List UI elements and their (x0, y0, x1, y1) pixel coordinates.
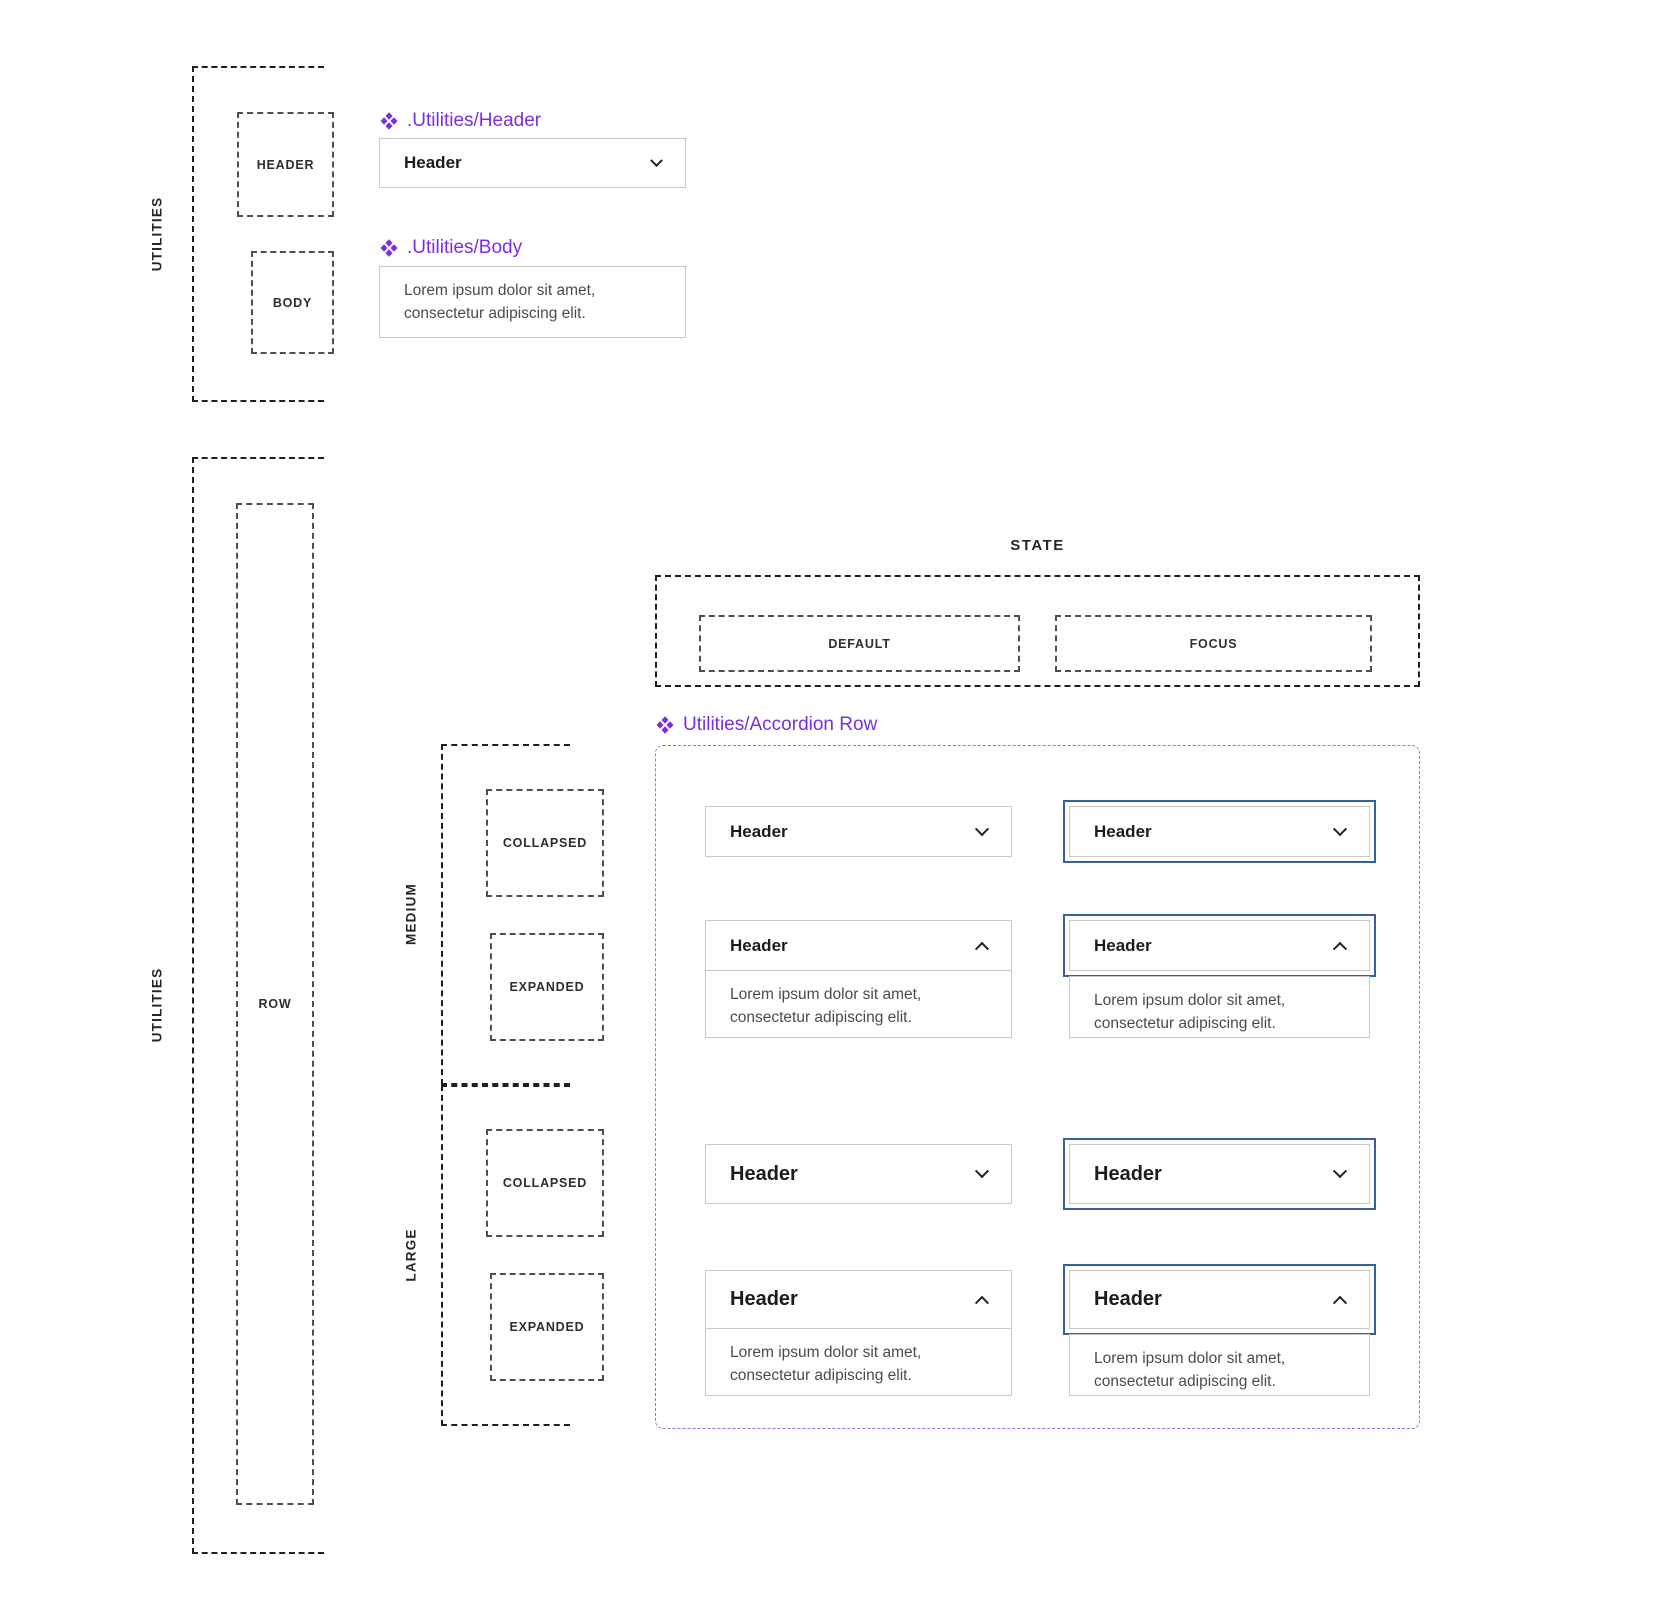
body-slot-label: BODY (272, 295, 313, 310)
accordion-large-collapsed-default[interactable]: Header (705, 1144, 1012, 1204)
header-slot-box: HEADER (237, 112, 334, 217)
chevron-up-icon (974, 1295, 990, 1310)
chevron-down-icon (1332, 821, 1348, 836)
chevron-up-icon (1332, 1295, 1348, 1310)
accordion-row-component-label: Utilities/Accordion Row (655, 714, 877, 736)
component-name: .Utilities/Body (407, 237, 523, 258)
utilities-body-component-label: .Utilities/Body (379, 237, 522, 259)
chevron-down-icon (974, 1164, 990, 1179)
utilities-frame-bottom (192, 457, 324, 1554)
large-expanded-slot: EXPANDED (490, 1273, 604, 1381)
component-name: Utilities/Accordion Row (683, 714, 878, 735)
chevron-up-icon (1332, 941, 1348, 956)
medium-expanded-slot: EXPANDED (490, 933, 604, 1041)
state-title: STATE (1010, 537, 1065, 554)
medium-collapsed-slot: COLLAPSED (486, 789, 604, 897)
accordion-large-expanded-focus-header[interactable]: Header (1063, 1264, 1376, 1335)
row-slot-label: ROW (258, 997, 292, 1011)
accordion-large-expanded-default-body: Lorem ipsum dolor sit amet, consectetur … (705, 1328, 1012, 1396)
utilities-frame-bottom-label: UTILITIES (149, 967, 165, 1043)
body-slot-box: BODY (251, 251, 334, 354)
medium-size-frame (441, 744, 570, 1085)
chevron-down-icon (1332, 1164, 1348, 1179)
utilities-header-component-label: .Utilities/Header (379, 110, 541, 132)
row-slot-box: ROW (236, 503, 314, 1505)
accordion-medium-collapsed-default[interactable]: Header (705, 806, 1012, 857)
accordion-large-expanded-default-header[interactable]: Header (705, 1270, 1012, 1329)
state-frame (655, 575, 1420, 687)
component-name: .Utilities/Header (407, 110, 542, 131)
accordion-large-expanded-focus-body: Lorem ipsum dolor sit amet, consectetur … (1069, 1334, 1370, 1396)
chevron-up-icon (974, 941, 990, 956)
body-component-preview: Lorem ipsum dolor sit amet, consectetur … (379, 266, 686, 338)
header-component-preview[interactable]: Header (379, 138, 686, 188)
state-default-slot: DEFAULT (699, 615, 1020, 672)
chevron-down-icon (974, 821, 990, 836)
medium-size-label: MEDIUM (403, 883, 419, 945)
accordion-medium-collapsed-focus[interactable]: Header (1063, 800, 1376, 863)
chevron-down-icon (650, 153, 663, 167)
large-size-label: LARGE (403, 1228, 419, 1282)
large-collapsed-slot: COLLAPSED (486, 1129, 604, 1237)
accordion-medium-expanded-focus-body: Lorem ipsum dolor sit amet, consectetur … (1069, 976, 1370, 1038)
state-focus-slot: FOCUS (1055, 615, 1372, 672)
component-diamond-icon (379, 238, 399, 258)
accordion-variants-container (655, 745, 1420, 1429)
utilities-frame-top (192, 66, 324, 402)
utilities-frame-top-label: UTILITIES (149, 196, 165, 272)
accordion-medium-expanded-default-header[interactable]: Header (705, 920, 1012, 971)
component-diamond-icon (379, 111, 399, 131)
component-diamond-icon (655, 715, 675, 735)
accordion-medium-expanded-default-body: Lorem ipsum dolor sit amet, consectetur … (705, 970, 1012, 1038)
large-size-frame (441, 1085, 570, 1426)
accordion-large-collapsed-focus[interactable]: Header (1063, 1138, 1376, 1210)
accordion-medium-expanded-focus-header[interactable]: Header (1063, 914, 1376, 977)
header-slot-label: HEADER (256, 157, 315, 172)
